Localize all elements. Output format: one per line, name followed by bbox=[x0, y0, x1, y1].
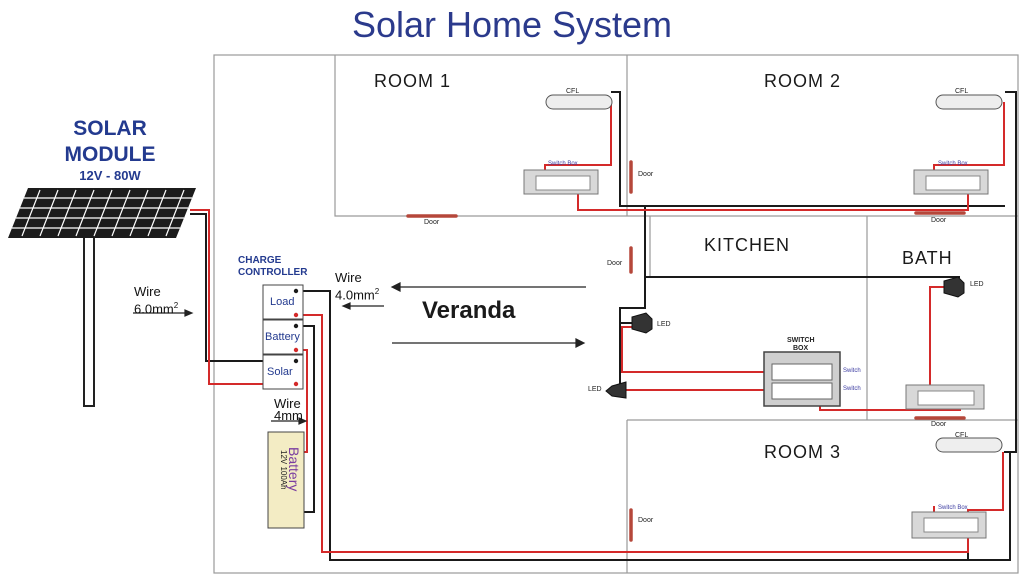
terminal-dots bbox=[293, 288, 299, 387]
solar-module-rating: 12V - 80W bbox=[79, 168, 141, 183]
room3-door-label: Door bbox=[638, 517, 654, 524]
veranda-led-label: LED bbox=[657, 321, 671, 328]
doors bbox=[406, 160, 966, 542]
battery-wire-arrowhead bbox=[298, 417, 308, 425]
bath-led bbox=[943, 276, 965, 298]
room2-bottom-door-label: Door bbox=[931, 217, 947, 224]
veranda-arrowhead-left bbox=[390, 282, 401, 292]
room3-cfl bbox=[935, 437, 1003, 453]
panel-negative-wire bbox=[190, 213, 290, 362]
room1-cfl bbox=[545, 94, 613, 110]
load-wire-label: Wire bbox=[335, 270, 362, 285]
top-negative-run bbox=[611, 91, 1005, 207]
kitchen-door-label: Door bbox=[607, 260, 623, 267]
kitchen-led bbox=[605, 381, 627, 399]
bath-led-label: LED bbox=[970, 281, 984, 288]
page-title: Solar Home System bbox=[351, 4, 673, 45]
battery-wire-size: 4mm bbox=[274, 408, 303, 423]
bath-switch-plate bbox=[917, 390, 975, 406]
room1-label: ROOM 1 bbox=[374, 71, 452, 91]
load-wire-size: 4.0mm2 bbox=[335, 284, 379, 302]
cfl-lamps bbox=[545, 94, 1003, 453]
negative-wiring bbox=[190, 91, 1017, 561]
room3-switchbox-label: Switch Box bbox=[938, 505, 968, 511]
load-wire-size-sup: 2 bbox=[374, 287, 380, 296]
room2-switchbox-label: Switch Box bbox=[938, 161, 968, 167]
led-lamps bbox=[605, 276, 965, 399]
room3-negative-return bbox=[968, 452, 1011, 561]
battery-terminal-label: Battery bbox=[265, 331, 300, 343]
panel-wire-arrowhead bbox=[184, 309, 194, 317]
room2-label: ROOM 2 bbox=[764, 71, 842, 91]
kitchen-switch-1-label: Switch bbox=[843, 368, 861, 374]
kitchen-switch-2-label: Switch bbox=[843, 386, 861, 392]
panel-wire-size-text: 6.0mm bbox=[134, 301, 174, 317]
room1-switch-plate bbox=[535, 175, 591, 191]
room1-cfl-label: CFL bbox=[566, 88, 580, 95]
panel-positive-wire bbox=[190, 209, 290, 385]
load-wire-arrowhead bbox=[341, 302, 351, 310]
battery-wire-label: Wire bbox=[274, 396, 301, 411]
load-terminal-label: Load bbox=[270, 296, 295, 308]
battery-rating: 12V 100Ah bbox=[279, 450, 288, 490]
room1-switchbox-label: Switch Box bbox=[548, 161, 578, 167]
room1-wall bbox=[334, 55, 650, 217]
battery-body bbox=[267, 431, 305, 529]
charge-controller-title-2: CONTROLLER bbox=[238, 267, 308, 278]
building-outline bbox=[213, 54, 1019, 574]
load-negative-main bbox=[290, 290, 969, 561]
right-negative-riser bbox=[1004, 91, 1017, 453]
module-panel bbox=[8, 188, 196, 238]
bath-label: BATH bbox=[902, 248, 953, 268]
bath-door-label: Door bbox=[931, 421, 947, 428]
room3-label: ROOM 3 bbox=[764, 442, 842, 462]
battery-label: Battery bbox=[286, 447, 302, 492]
room2-switch-plate bbox=[925, 175, 981, 191]
charge-controller-title-1: CHARGE bbox=[238, 255, 282, 266]
solar-module-title-1: SOLAR bbox=[73, 117, 147, 140]
bath-led-feed bbox=[929, 286, 944, 398]
room3-switch-plate bbox=[923, 517, 979, 533]
panel-wire-size: 6.0mm2 bbox=[134, 298, 178, 316]
solar-module bbox=[8, 188, 196, 407]
switchbox-caps-2: BOX bbox=[793, 345, 809, 352]
room3-cfl-label: CFL bbox=[955, 432, 969, 439]
veranda-led-feed bbox=[621, 326, 788, 373]
arrows bbox=[133, 282, 586, 425]
building-walls bbox=[213, 54, 1019, 574]
room2-cfl-label: CFL bbox=[955, 88, 969, 95]
switch-boxes bbox=[523, 169, 989, 539]
panel-wire-size-sup: 2 bbox=[173, 301, 179, 310]
panel-wire-label: Wire bbox=[134, 284, 161, 299]
load-wire-size-text: 4.0mm bbox=[335, 287, 375, 303]
kitchen-switch-1 bbox=[771, 363, 833, 381]
room2-door-label: Door bbox=[638, 171, 654, 178]
switchbox-caps-1: SWITCH bbox=[787, 337, 815, 344]
kitchen-led-label: LED bbox=[588, 386, 602, 393]
kitchen-label: KITCHEN bbox=[704, 235, 791, 255]
veranda-arrowhead-right bbox=[575, 338, 586, 348]
room1-door-label: Door bbox=[424, 219, 440, 226]
kitchen-switch-2 bbox=[771, 382, 833, 400]
room2-cfl bbox=[935, 94, 1003, 110]
module-grid bbox=[12, 189, 192, 237]
veranda-led bbox=[631, 312, 653, 334]
veranda-negative-run bbox=[619, 206, 646, 390]
module-pole bbox=[83, 229, 95, 407]
solar-module-title-2: MODULE bbox=[64, 143, 156, 166]
load-positive-main bbox=[290, 314, 969, 553]
solar-terminal-label: Solar bbox=[267, 366, 293, 378]
veranda-label: Veranda bbox=[422, 297, 516, 324]
